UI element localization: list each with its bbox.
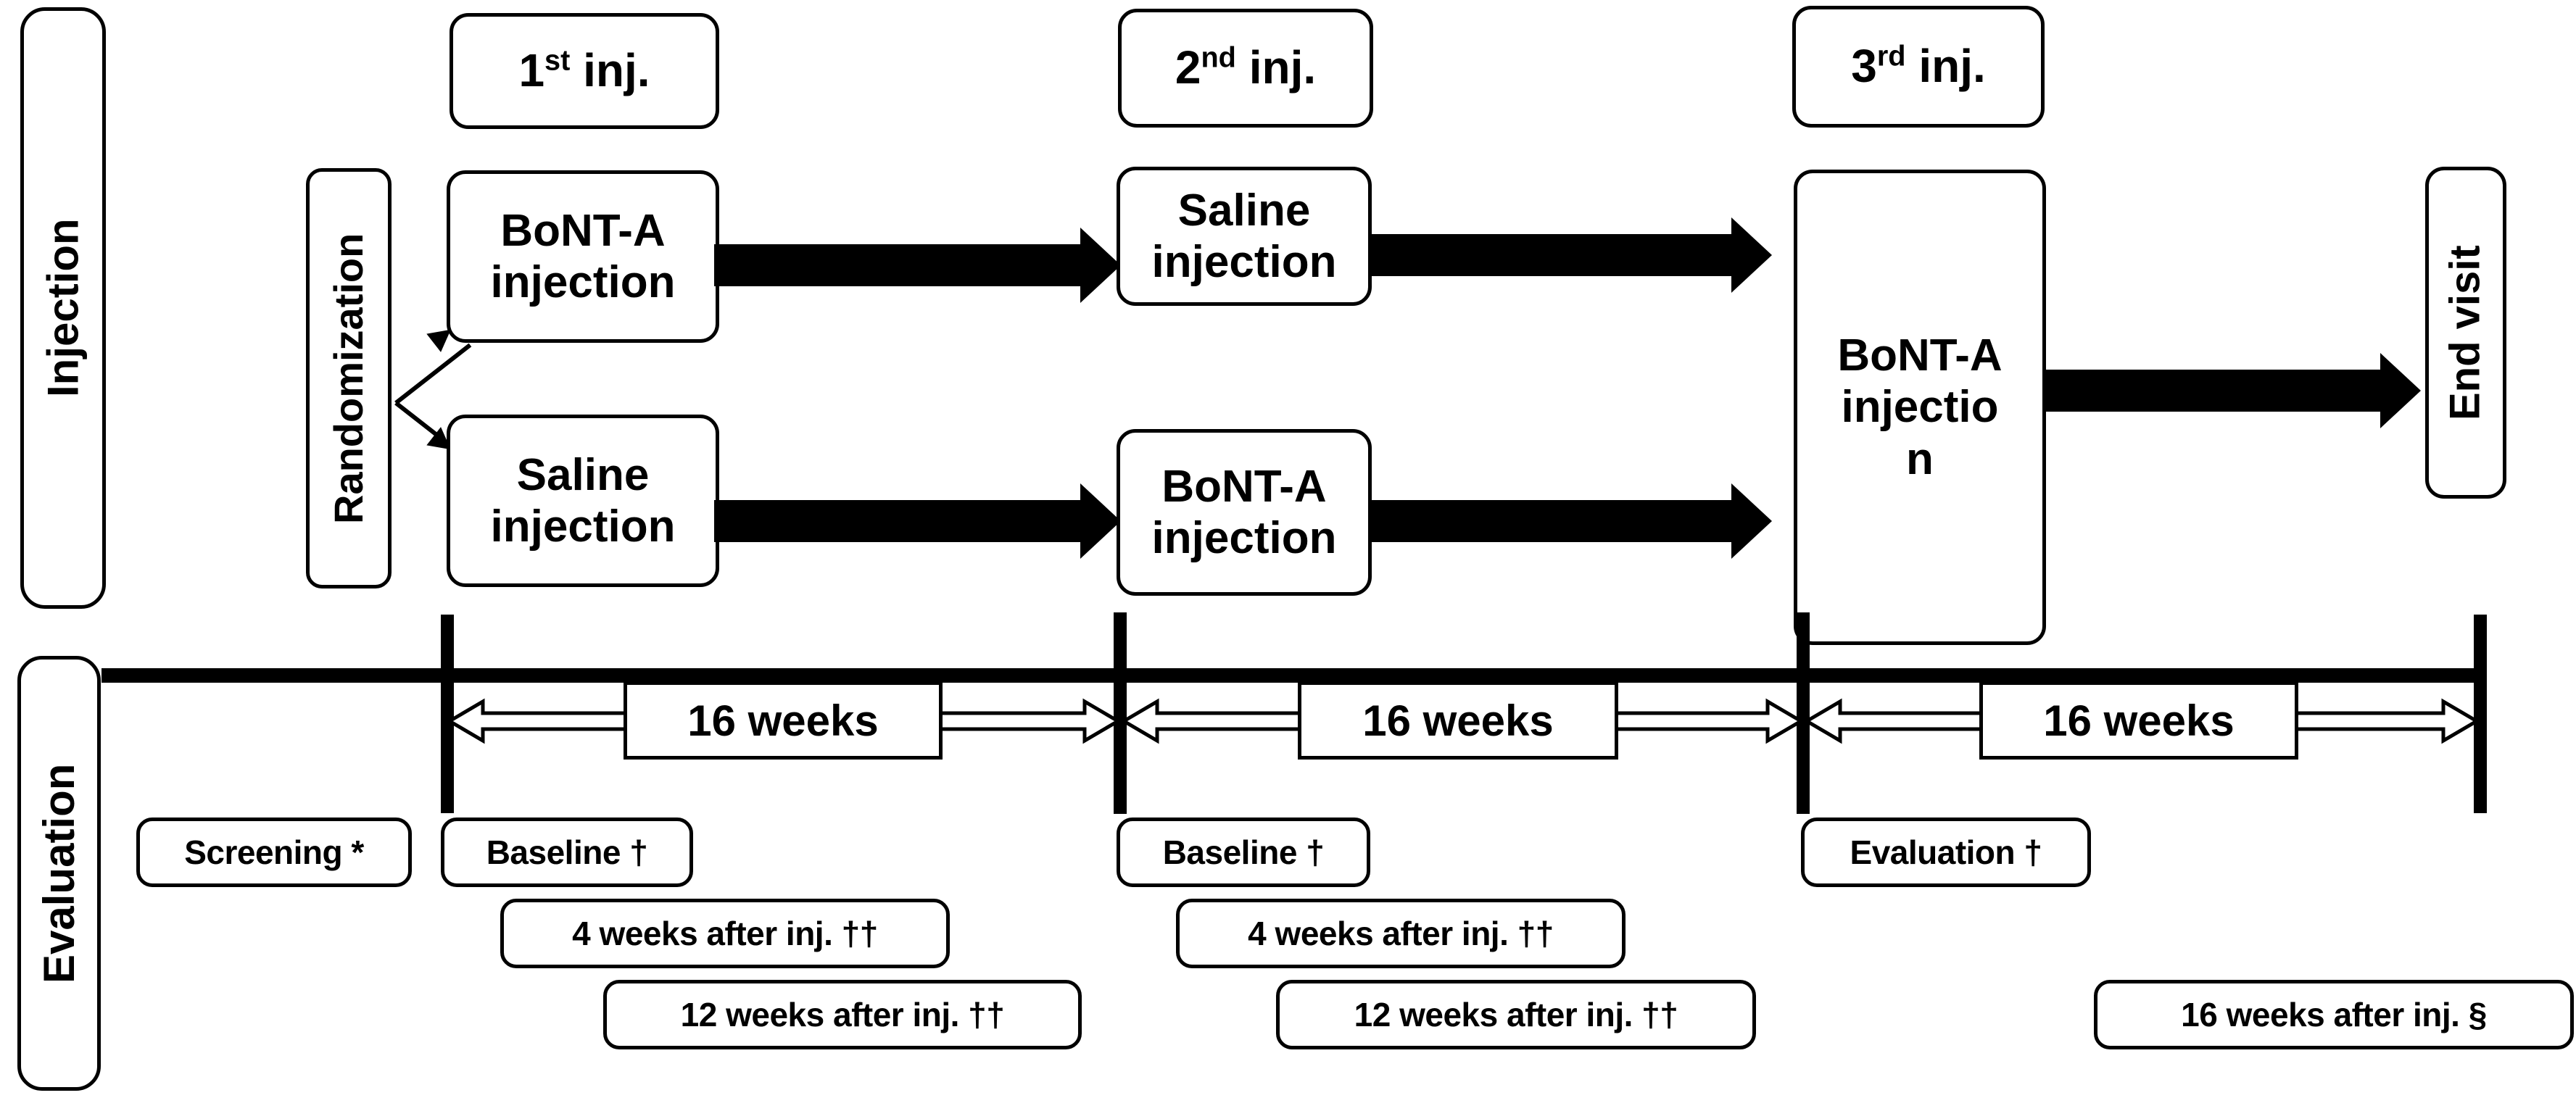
injection-header-1: 1st inj.	[450, 13, 719, 129]
injection-header-2-text: 2nd inj.	[1175, 41, 1317, 94]
eval-baseline-2-pill: Baseline †	[1117, 818, 1370, 887]
eval-4w-1-pill: 4 weeks after inj. ††	[500, 899, 950, 968]
interval-2-label: 16 weeks	[1298, 681, 1618, 760]
row-label-evaluation-text: Evaluation	[35, 763, 83, 983]
arm-a-step-2-box: Saline injection	[1117, 167, 1372, 306]
randomization-branch-upper-line	[394, 343, 472, 405]
eval-4w-2-pill: 4 weeks after inj. ††	[1176, 899, 1625, 968]
arm-a-arrow-1	[714, 244, 1080, 286]
injection-header-1-text: 1st inj.	[518, 44, 650, 97]
eval-16w-3-pill: 16 weeks after inj. §	[2094, 980, 2574, 1049]
end-visit-label: End visit	[2441, 245, 2489, 420]
timeline-axis	[102, 668, 2487, 683]
interval-3-label: 16 weeks	[1979, 681, 2298, 760]
eval-screening-pill: Screening *	[136, 818, 412, 887]
interval-1-label: 16 weeks	[624, 681, 943, 760]
third-injection-text: BoNT-A injectio n	[1837, 330, 2003, 484]
timeline-tick-4	[2474, 615, 2487, 813]
arm-b-step-2-box: BoNT-A injection	[1117, 429, 1372, 596]
row-label-injection: Injection	[20, 7, 106, 609]
third-injection-to-end-arrow	[2043, 370, 2380, 412]
arm-a-arrow-2	[1369, 234, 1731, 276]
arm-b-arrow-1	[714, 500, 1080, 542]
arm-b-arrow-2	[1369, 500, 1731, 542]
third-injection-box: BoNT-A injectio n	[1794, 170, 2046, 645]
row-label-evaluation: Evaluation	[17, 656, 101, 1091]
eval-12w-2-pill: 12 weeks after inj. ††	[1276, 980, 1756, 1049]
timeline-tick-2	[1114, 612, 1127, 814]
end-visit-box: End visit	[2425, 167, 2506, 499]
eval-12w-1-pill: 12 weeks after inj. ††	[603, 980, 1082, 1049]
arm-a-step-1-text: BoNT-A injection	[490, 205, 676, 307]
arm-b-step-2-text: BoNT-A injection	[1151, 461, 1337, 563]
timeline-tick-1	[441, 615, 454, 813]
arm-b-step-1-text: Saline injection	[490, 449, 676, 552]
arm-a-step-1-box: BoNT-A injection	[447, 170, 719, 343]
randomization-label: Randomization	[325, 233, 371, 524]
arm-b-step-1-box: Saline injection	[447, 415, 719, 587]
eval-evaluation-3-pill: Evaluation †	[1801, 818, 2091, 887]
randomization-box: Randomization	[306, 168, 392, 588]
arm-a-step-2-text: Saline injection	[1151, 185, 1337, 287]
timeline-tick-3	[1797, 612, 1810, 814]
injection-header-3: 3rd inj.	[1792, 6, 2045, 128]
injection-header-2: 2nd inj.	[1118, 9, 1373, 128]
injection-header-3-text: 3rd inj.	[1851, 40, 1986, 93]
eval-baseline-1-pill: Baseline †	[441, 818, 693, 887]
row-label-injection-text: Injection	[38, 218, 88, 398]
